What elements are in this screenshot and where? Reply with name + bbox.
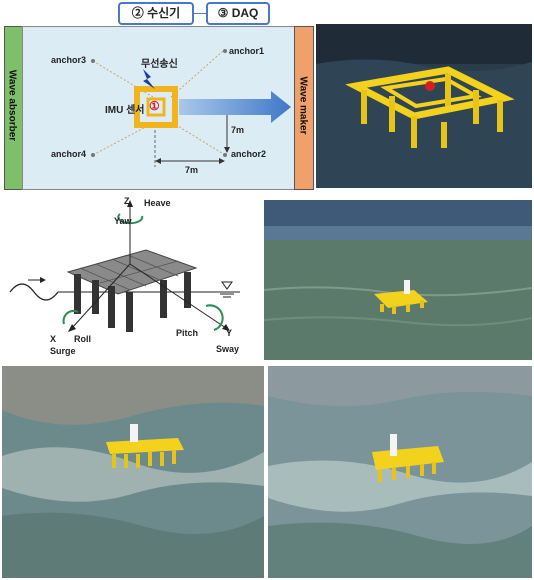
anchor2-dot	[223, 153, 227, 157]
sway-label: Sway	[216, 344, 240, 354]
photo-float-topview	[316, 24, 532, 188]
wave-direction-arrow	[179, 91, 291, 123]
anchor4-dot	[91, 153, 95, 157]
daq-box: ③ DAQ	[206, 2, 270, 25]
receiver-label: ② 수신기	[131, 6, 181, 20]
anchor1-dot	[223, 49, 227, 53]
photo-float-tank-side	[264, 200, 532, 360]
yaw-label: Yaw	[114, 216, 132, 226]
wave-tank: 무선송신 IMU 센서 ① anchor3 anchor1 anchor4 an…	[22, 26, 296, 190]
receiver-box: ② 수신기	[118, 2, 194, 25]
anchor3-dot	[91, 59, 95, 63]
mooring-layout	[91, 49, 291, 167]
dimension-vertical-label: 7m	[231, 125, 245, 135]
water-level-icon	[221, 281, 233, 290]
roll-label: Roll	[74, 334, 91, 344]
imu-marker: ①	[149, 99, 160, 113]
dimension-horizontal-label: 7m	[185, 165, 199, 175]
anchor3-label: anchor3	[51, 55, 87, 65]
y-axis-label: Y	[226, 328, 233, 338]
pitch-arrow	[205, 304, 224, 331]
surge-label: Surge	[50, 346, 76, 356]
dof-diagram: Z Heave Yaw X Roll Surge Pitch Y Sway	[0, 194, 260, 362]
wave-maker-label: Wave maker	[297, 76, 309, 135]
wave-maker-zone	[294, 26, 314, 190]
lightning-icon	[143, 69, 155, 89]
heave-label: Heave	[144, 198, 171, 208]
yaw-arrow	[117, 213, 144, 225]
photo-float-waves-2	[268, 366, 532, 578]
connector-line	[192, 13, 206, 14]
anchor2-label: anchor2	[231, 149, 267, 159]
wireless-tx-label: 무선송신	[141, 59, 178, 70]
z-axis-label: Z	[124, 196, 130, 206]
photo-float-waves-1	[2, 366, 264, 578]
x-axis-label: X	[50, 334, 57, 344]
pitch-label: Pitch	[176, 328, 199, 338]
imu-sensor-label: IMU 센서	[105, 105, 145, 116]
anchor4-label: anchor4	[51, 149, 87, 159]
incident-wave	[9, 283, 59, 301]
float-frame	[134, 86, 178, 128]
tank-schematic: Wave absorber	[2, 26, 314, 190]
daq-label: ③ DAQ	[217, 6, 259, 20]
roll-arrow	[62, 309, 79, 325]
anchor1-label: anchor1	[229, 46, 265, 56]
wave-absorber-label: Wave absorber	[6, 69, 18, 142]
